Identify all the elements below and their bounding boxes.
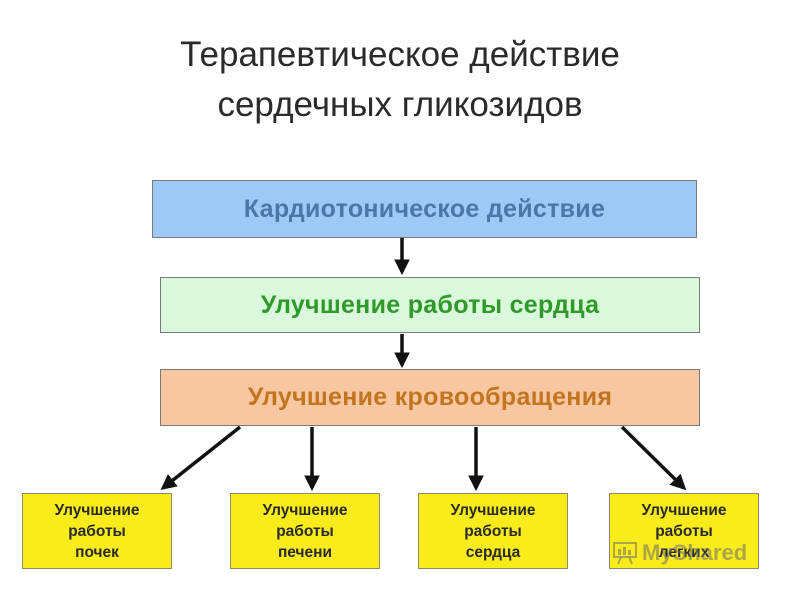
- heart-line-3: сердца: [465, 543, 521, 561]
- heart-work-improvement-box: Улучшение работы сердца: [160, 277, 700, 333]
- watermark-text: MyShared: [642, 540, 748, 565]
- heart-line-2: работы: [464, 522, 522, 540]
- title-line-1: Терапевтическое действие: [180, 35, 620, 74]
- heart-work-improvement-label: Улучшение работы сердца: [260, 290, 600, 319]
- lung-line-3: легких: [658, 543, 710, 561]
- liver-line-3: печени: [277, 543, 333, 561]
- watermark: MyShared: [612, 540, 747, 566]
- liver-line-1: Улучшение: [262, 501, 348, 519]
- kidney-function-box: Улучшение работы почек: [22, 493, 172, 569]
- title-line-2: сердечных гликозидов: [217, 85, 583, 124]
- lung-line-1: Улучшение: [641, 501, 727, 519]
- kidney-line-2: работы: [68, 522, 126, 540]
- circulation-improvement-box: Улучшение кровообращения: [160, 369, 700, 426]
- heart-line-1: Улучшение: [450, 501, 536, 519]
- diagram-title: Терапевтическое действие сердечных глико…: [0, 30, 800, 130]
- heart-function-box: Улучшение работы сердца: [418, 493, 568, 569]
- presentation-board-icon: [613, 542, 637, 565]
- cardiotonic-action-label: Кардиотоническое действие: [243, 194, 606, 223]
- liver-function-box: Улучшение работы печени: [230, 493, 380, 569]
- arrow-circulation-to-lungs: [620, 425, 687, 491]
- liver-line-2: работы: [276, 522, 334, 540]
- arrow-circulation-to-kidney: [160, 425, 242, 490]
- kidney-line-1: Улучшение: [54, 501, 140, 519]
- lung-line-2: работы: [655, 522, 713, 540]
- circulation-improvement-label: Улучшение кровообращения: [247, 383, 613, 411]
- kidney-line-3: почек: [75, 543, 119, 561]
- cardiotonic-action-box: Кардиотоническое действие: [152, 180, 697, 238]
